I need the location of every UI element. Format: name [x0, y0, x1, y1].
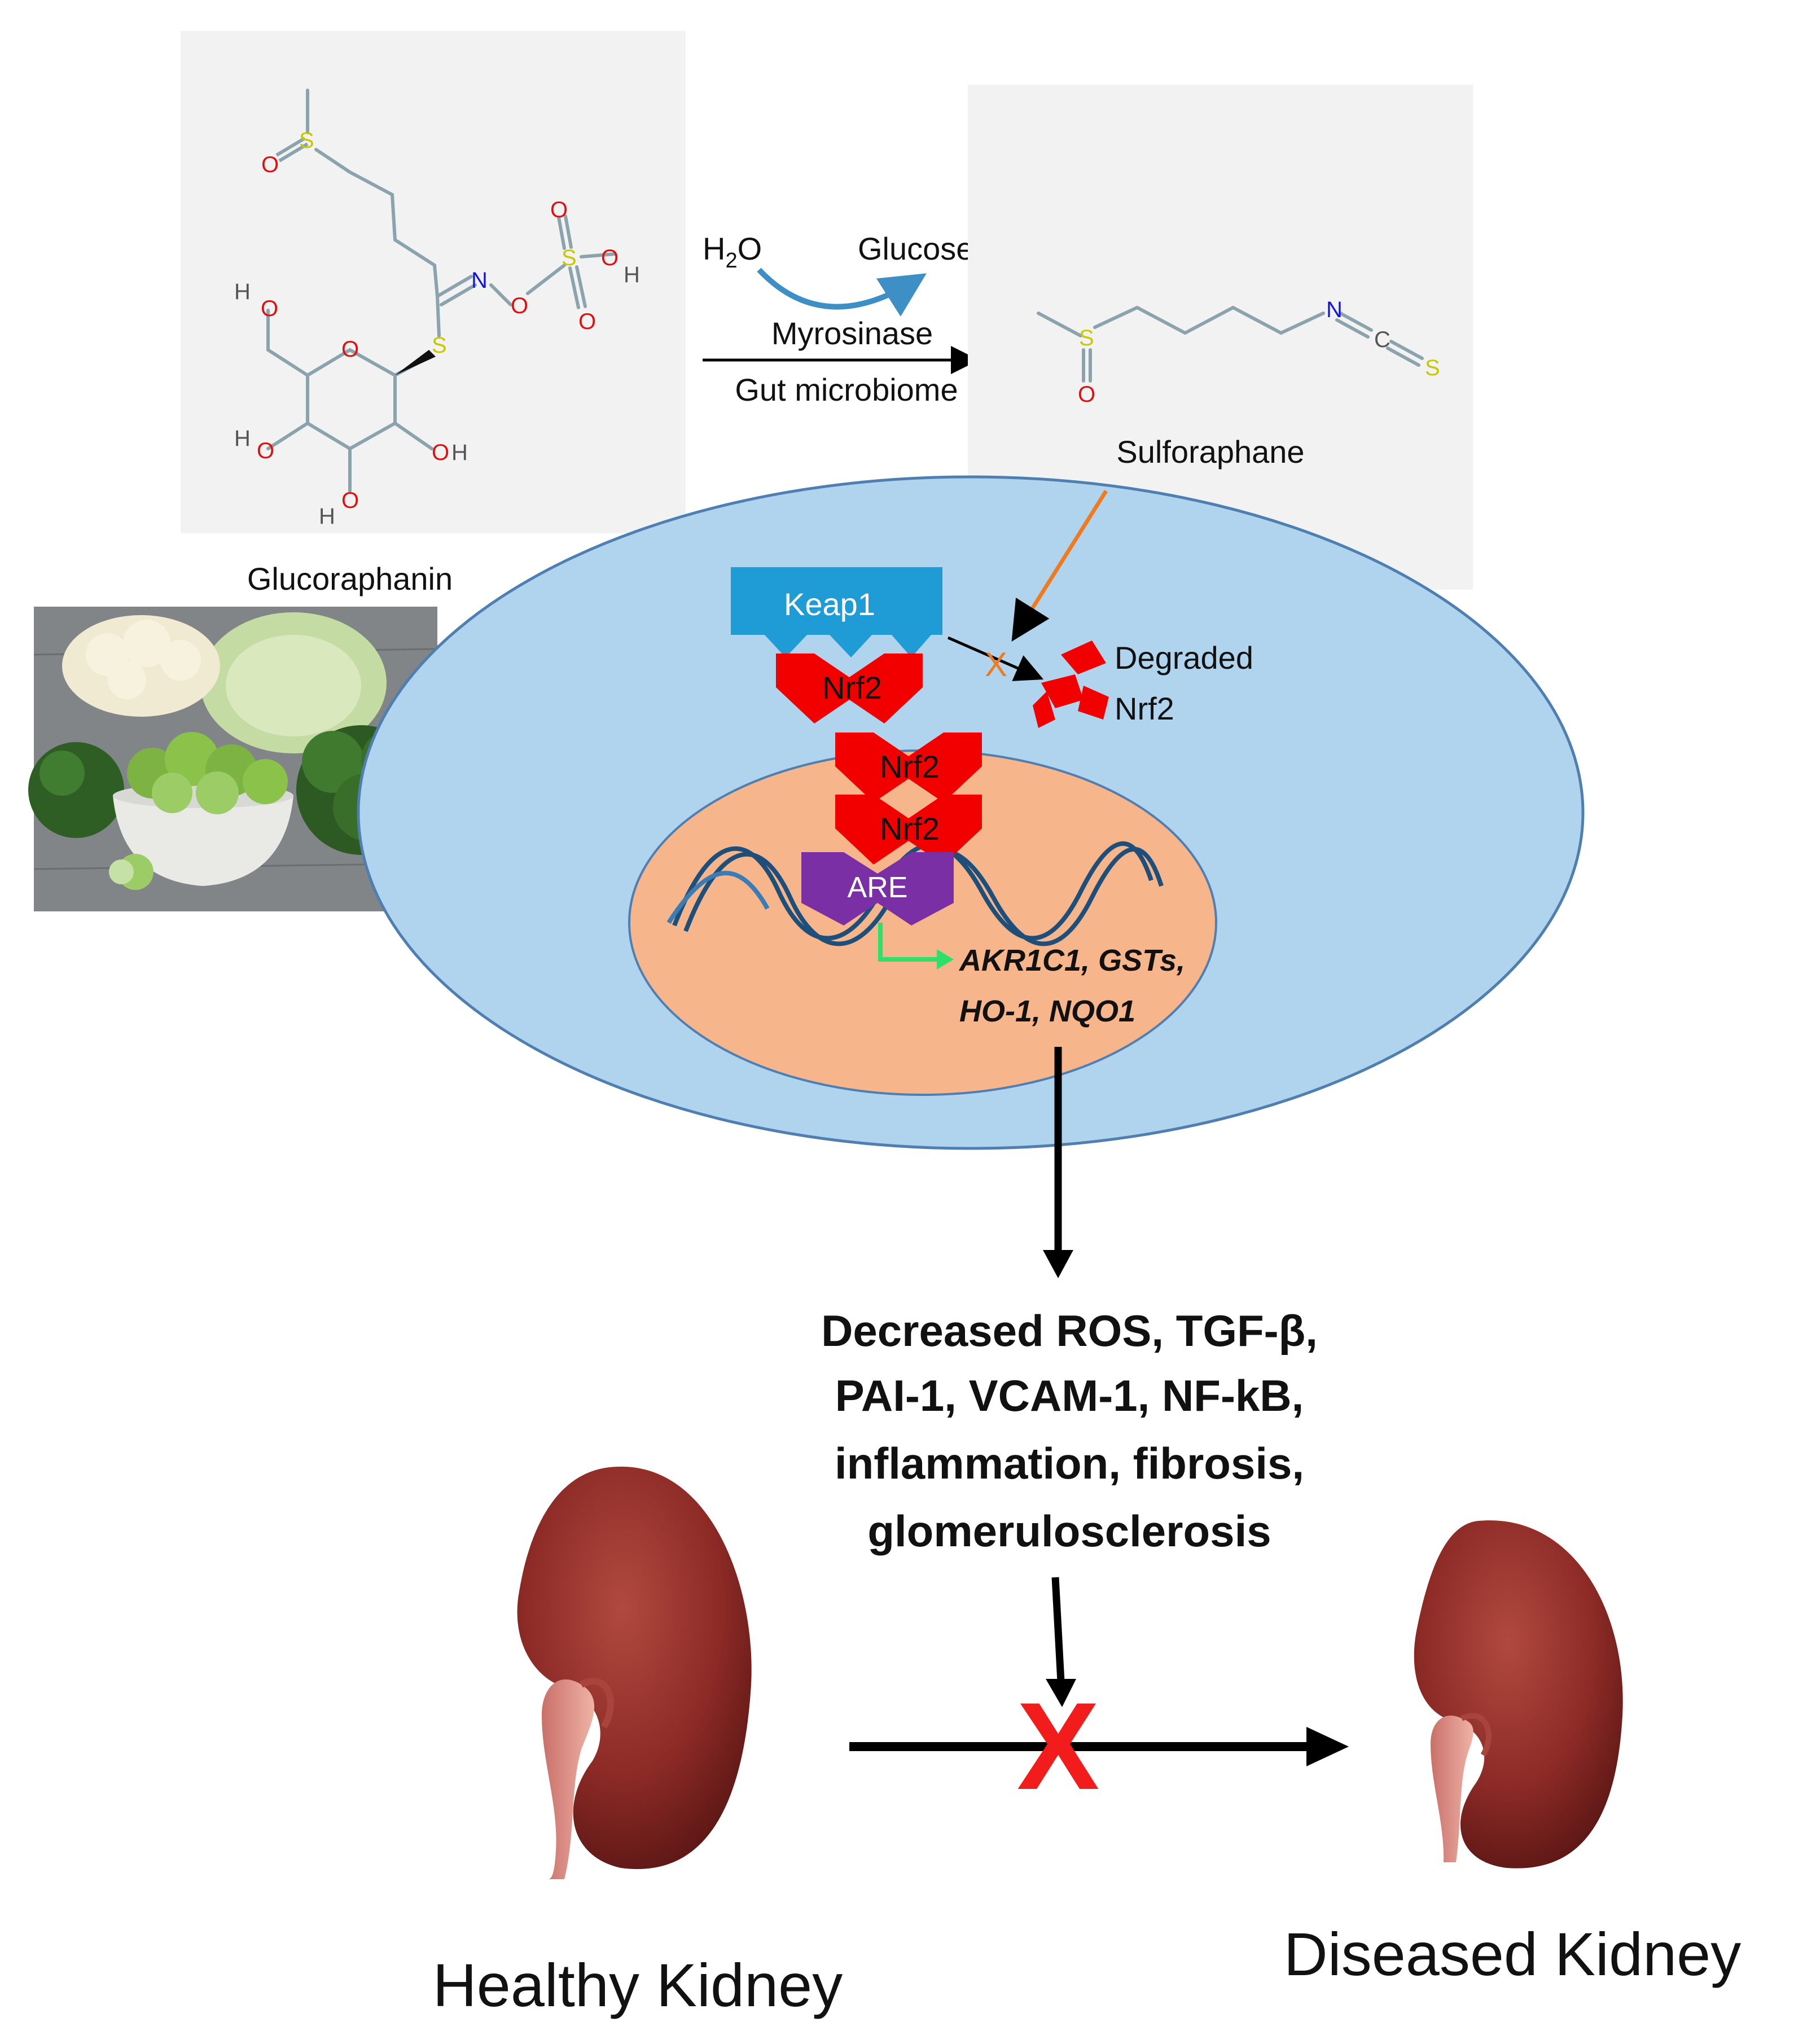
atom-h: H [451, 440, 468, 465]
atom-n: N [471, 268, 488, 293]
sulforaphane-label: Sulforaphane [1116, 434, 1304, 470]
atom-n: N [1326, 297, 1343, 322]
nrf2-bound: Nrf2 [776, 653, 923, 723]
glucoraphanin-structure: S O N O S O O O H S O H O H O O H O H [181, 31, 686, 533]
keap1-protein: Keap1 [731, 567, 942, 657]
atom-h: H [234, 426, 251, 451]
effects-arrow [1046, 1577, 1076, 1707]
atom-o: O [341, 488, 359, 513]
degraded-nrf2-label: Nrf2 [1115, 691, 1174, 726]
atom-o: O [601, 245, 619, 270]
reaction-section: H2O Glucose Myrosinase Gut microbiome [703, 231, 979, 407]
nrf2-label: Nrf2 [880, 811, 940, 846]
degraded-nrf2-fragments [1033, 641, 1109, 728]
are-element: ARE [801, 852, 954, 925]
target-genes-line2: HO-1, NQO1 [959, 994, 1135, 1028]
gut-microbiome-label: Gut microbiome [735, 372, 958, 407]
degraded-label: Degraded [1115, 640, 1253, 676]
atom-s: S [299, 128, 314, 153]
transcription-arrow [878, 923, 954, 970]
myrosinase-label: Myrosinase [771, 315, 933, 351]
nucleus [628, 749, 1217, 1096]
svg-text:H2O: H2O [703, 231, 762, 273]
atom-o: O [1078, 382, 1095, 407]
atom-o: O [341, 337, 359, 362]
atom-h: H [624, 262, 640, 287]
nrf2-label: Nrf2 [822, 670, 882, 705]
keap1-label: Keap1 [784, 586, 875, 622]
nrf2-free: Nrf2 [835, 732, 982, 802]
effects-line2: PAI-1, VCAM-1, NF-kB, [835, 1371, 1304, 1420]
atom-o: O [578, 309, 596, 334]
effects-line1: Decreased ROS, TGF-β, [821, 1306, 1318, 1356]
diseased-kidney-illustration [1414, 1520, 1623, 1868]
water-h: H [703, 231, 725, 266]
nrf2-label: Nrf2 [880, 749, 940, 784]
water-subscript: 2 [725, 249, 737, 273]
glucoraphanin-label: Glucoraphanin [247, 561, 453, 596]
atom-o: O [257, 438, 274, 463]
are-label: ARE [848, 871, 908, 904]
atom-o: O [550, 198, 568, 222]
degradation-arrow [947, 636, 1044, 681]
glucose-label: Glucose [858, 231, 973, 266]
diseased-kidney-label: Diseased Kidney [1284, 1920, 1741, 1988]
curved-reaction-arrow [757, 267, 927, 317]
atom-s: S [432, 333, 447, 358]
disease-progression-arrow [849, 1727, 1349, 1766]
water-o: O [738, 231, 762, 266]
degradation-block-mark: X [985, 646, 1007, 683]
atom-s: S [1425, 356, 1440, 380]
atom-o: O [511, 293, 528, 318]
healthy-kidney-label: Healthy Kidney [433, 1951, 843, 2019]
progression-block-mark: X [1017, 1677, 1100, 1815]
effects-line4: glomerulosclerosis [867, 1506, 1271, 1556]
atom-h: H [319, 504, 335, 529]
atom-c: C [1374, 327, 1391, 352]
sulforaphane-inhibition-arrow [1011, 490, 1108, 642]
atom-o: O [261, 152, 279, 177]
atom-o: O [261, 296, 278, 321]
effects-line3: inflammation, fibrosis, [835, 1438, 1304, 1488]
atom-h: H [234, 279, 251, 304]
downstream-arrow [1043, 1047, 1073, 1278]
healthy-kidney-illustration [517, 1466, 752, 1879]
atom-s: S [1079, 326, 1094, 350]
nrf2-nuclear: Nrf2 [835, 795, 982, 865]
atom-s: S [562, 245, 577, 270]
atom-o: O [432, 440, 449, 465]
target-genes-line1: AKR1C1, GSTs, [958, 944, 1185, 977]
